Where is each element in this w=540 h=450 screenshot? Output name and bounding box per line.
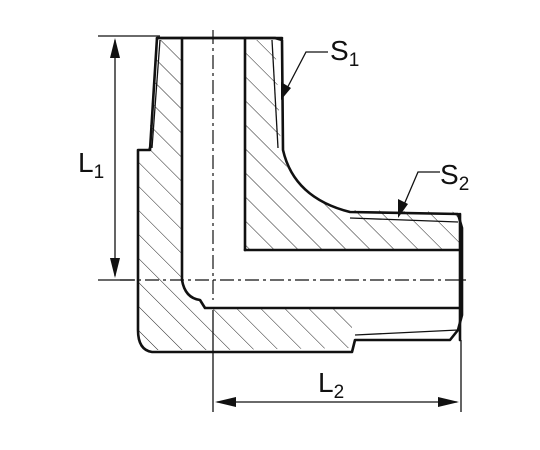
label-l2: L2 — [318, 367, 344, 403]
s2-thread-top — [349, 217, 459, 223]
leader-s1: S1 — [281, 35, 359, 100]
hatched-wall-section — [138, 40, 460, 350]
inner-wall-hatch — [245, 40, 460, 250]
label-s2: S2 — [440, 159, 469, 195]
bore-bottom-wall — [180, 278, 462, 310]
label-l1: L1 — [78, 147, 104, 183]
dimension-l2: L2 — [212, 310, 462, 412]
s2-thread-bottom — [354, 329, 459, 336]
label-s1: S1 — [330, 35, 359, 71]
dimension-l1: L1 — [78, 35, 160, 281]
fitting-outline — [136, 36, 464, 354]
outer-profile — [136, 36, 464, 354]
s1-thread-right — [271, 39, 279, 149]
s1-thread-left — [151, 39, 161, 149]
leader-s2: S2 — [398, 159, 469, 218]
